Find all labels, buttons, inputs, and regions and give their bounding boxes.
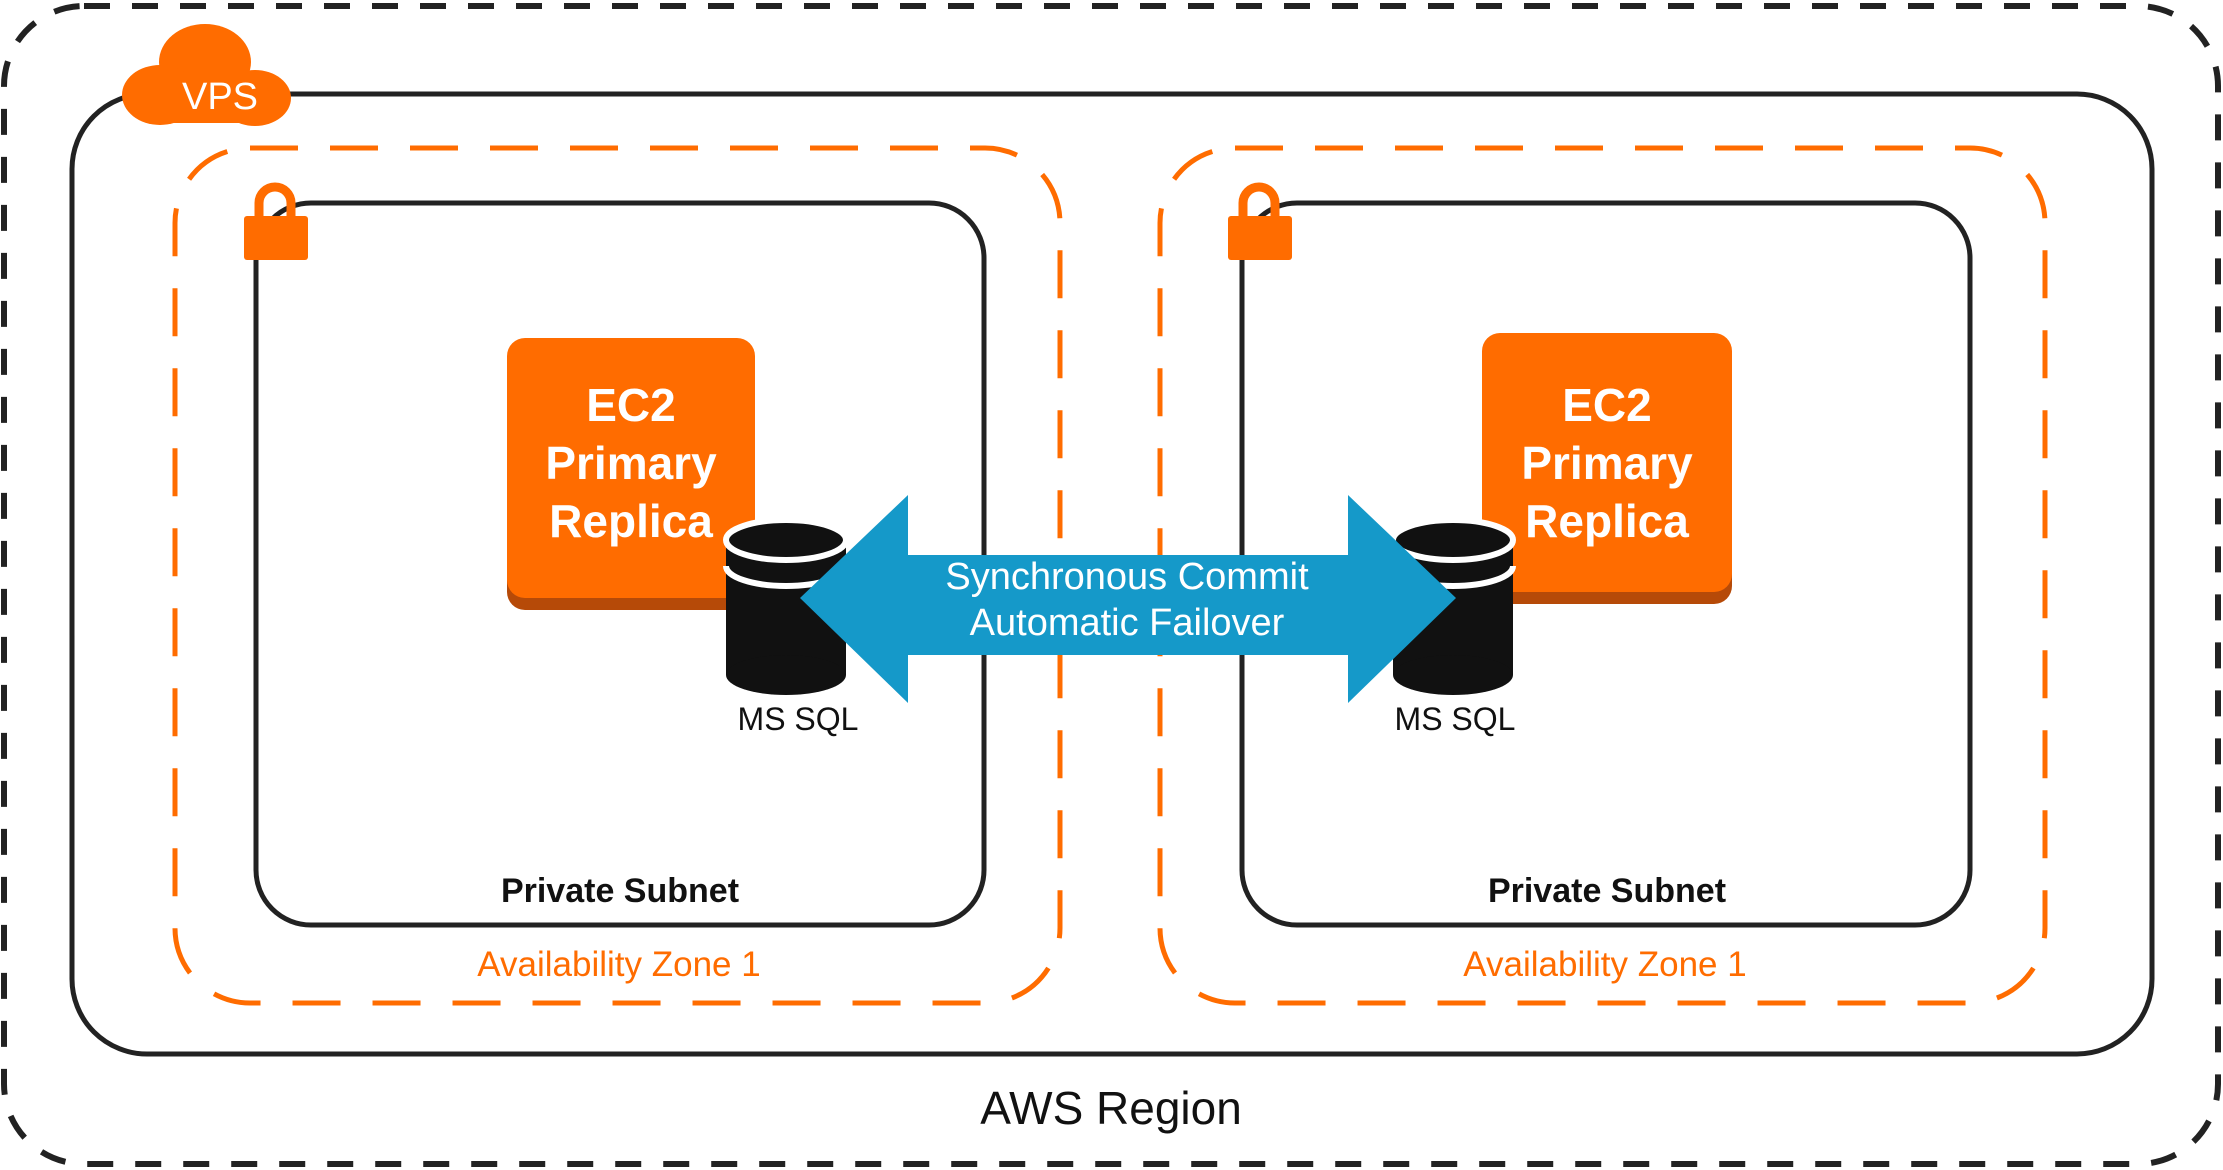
ec2-right-line3: Replica (1525, 495, 1689, 547)
vpc-border (69, 91, 2155, 1057)
replication-double-arrow (800, 495, 1456, 703)
vpc-cloud-icon (122, 24, 291, 126)
db-right-label: MS SQL (1395, 701, 1516, 737)
subnet-right-label: Private Subnet (1488, 872, 1726, 910)
link-line2: Automatic Failover (970, 602, 1285, 644)
subnet-left-label: Private Subnet (501, 872, 739, 910)
database-icon (723, 517, 849, 695)
db-left-label: MS SQL (738, 701, 859, 737)
ec2-left-line2: Primary (545, 437, 717, 489)
ec2-left-line1: EC2 (586, 379, 675, 431)
ec2-instance-right (1482, 333, 1732, 604)
ec2-left-line3: Replica (549, 495, 713, 547)
aws-region-border (1, 3, 2221, 1167)
ec2-right-line1: EC2 (1562, 379, 1651, 431)
vpc-badge-label: VPS (182, 76, 258, 118)
ec2-instance-left (507, 338, 755, 610)
lock-icon (1228, 182, 1292, 260)
aws-region-label: AWS Region (980, 1082, 1242, 1134)
link-line1: Synchronous Commit (945, 556, 1309, 598)
ec2-right-line2: Primary (1521, 437, 1693, 489)
zone-right-label: Availability Zone 1 (1463, 945, 1746, 984)
zone-left-label: Availability Zone 1 (477, 945, 760, 984)
lock-icon (244, 182, 308, 260)
